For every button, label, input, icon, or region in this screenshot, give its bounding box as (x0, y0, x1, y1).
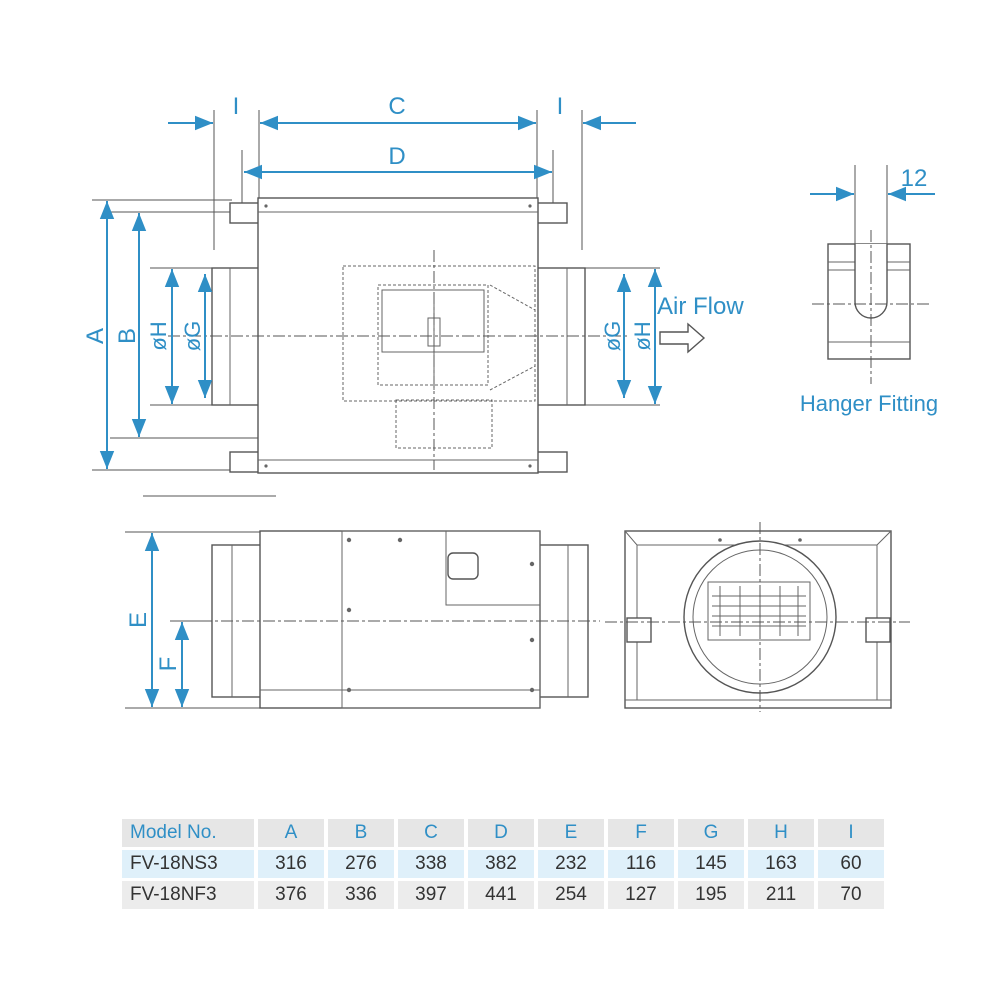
dimension-b: B (114, 213, 147, 437)
header-d: D (468, 819, 534, 847)
air-flow-label: Air Flow (657, 293, 744, 320)
header-h: H (748, 819, 814, 847)
cell-b: 336 (328, 881, 394, 909)
cell-f: 127 (608, 881, 674, 909)
header-a: A (258, 819, 324, 847)
dimension-i-right: I (557, 93, 636, 131)
cell-i: 60 (818, 850, 884, 878)
air-flow-arrow-icon (659, 322, 706, 354)
dimension-g-left: øG (180, 274, 213, 398)
header-model: Model No. (122, 819, 254, 847)
cell-a: 316 (258, 850, 324, 878)
header-i: I (818, 819, 884, 847)
cell-model: FV-18NS3 (122, 850, 254, 878)
top-view (92, 110, 660, 497)
cell-h: 163 (748, 850, 814, 878)
dimension-h-right: øH (630, 269, 663, 404)
header-e: E (538, 819, 604, 847)
label-c: C (388, 93, 405, 120)
cell-g: 195 (678, 881, 744, 909)
label-i-left: I (233, 93, 240, 120)
hanger-dim-label: 12 (901, 165, 928, 192)
front-view (605, 522, 910, 712)
header-f: F (608, 819, 674, 847)
header-c: C (398, 819, 464, 847)
table-row: FV-18NS3 316 276 338 382 232 116 145 163… (122, 850, 884, 878)
label-h-left: øH (146, 321, 171, 350)
label-f: F (155, 657, 182, 672)
label-g-right: øG (600, 321, 625, 352)
cell-b: 276 (328, 850, 394, 878)
hanger-fitting-caption: Hanger Fitting (800, 391, 938, 416)
side-view (125, 530, 600, 709)
label-b: B (114, 328, 141, 344)
dimension-h-left: øH (146, 269, 180, 404)
dimension-g-right: øG (600, 274, 632, 398)
cell-model: FV-18NF3 (122, 881, 254, 909)
label-h-right: øH (630, 321, 655, 350)
air-flow-indicator: Air Flow (657, 293, 744, 354)
table-row: FV-18NF3 376 336 397 441 254 127 195 211… (122, 881, 884, 909)
hanger-fitting-detail: 12 Hanger Fitting (800, 165, 938, 416)
cell-d: 441 (468, 881, 534, 909)
dimension-i-left: I (168, 93, 240, 131)
dimension-d: D (244, 143, 552, 180)
dimension-a: A (82, 201, 115, 469)
label-e: E (125, 612, 152, 628)
spec-table: Model No. A B C D E F G H I FV-18NS3 316… (118, 816, 888, 912)
cell-a: 376 (258, 881, 324, 909)
cell-i: 70 (818, 881, 884, 909)
cell-e: 254 (538, 881, 604, 909)
table-header-row: Model No. A B C D E F G H I (122, 819, 884, 847)
cell-f: 116 (608, 850, 674, 878)
cell-e: 232 (538, 850, 604, 878)
cell-d: 382 (468, 850, 534, 878)
dimension-c: C (260, 93, 536, 131)
cell-c: 338 (398, 850, 464, 878)
header-b: B (328, 819, 394, 847)
cell-g: 145 (678, 850, 744, 878)
dimension-e: E (125, 533, 160, 707)
cell-c: 397 (398, 881, 464, 909)
label-a: A (82, 328, 109, 344)
label-g-left: øG (180, 321, 205, 352)
label-d: D (388, 143, 405, 170)
label-i-right: I (557, 93, 564, 120)
header-g: G (678, 819, 744, 847)
cell-h: 211 (748, 881, 814, 909)
dimension-f: F (155, 622, 190, 707)
fan-blades-icon (712, 586, 806, 636)
